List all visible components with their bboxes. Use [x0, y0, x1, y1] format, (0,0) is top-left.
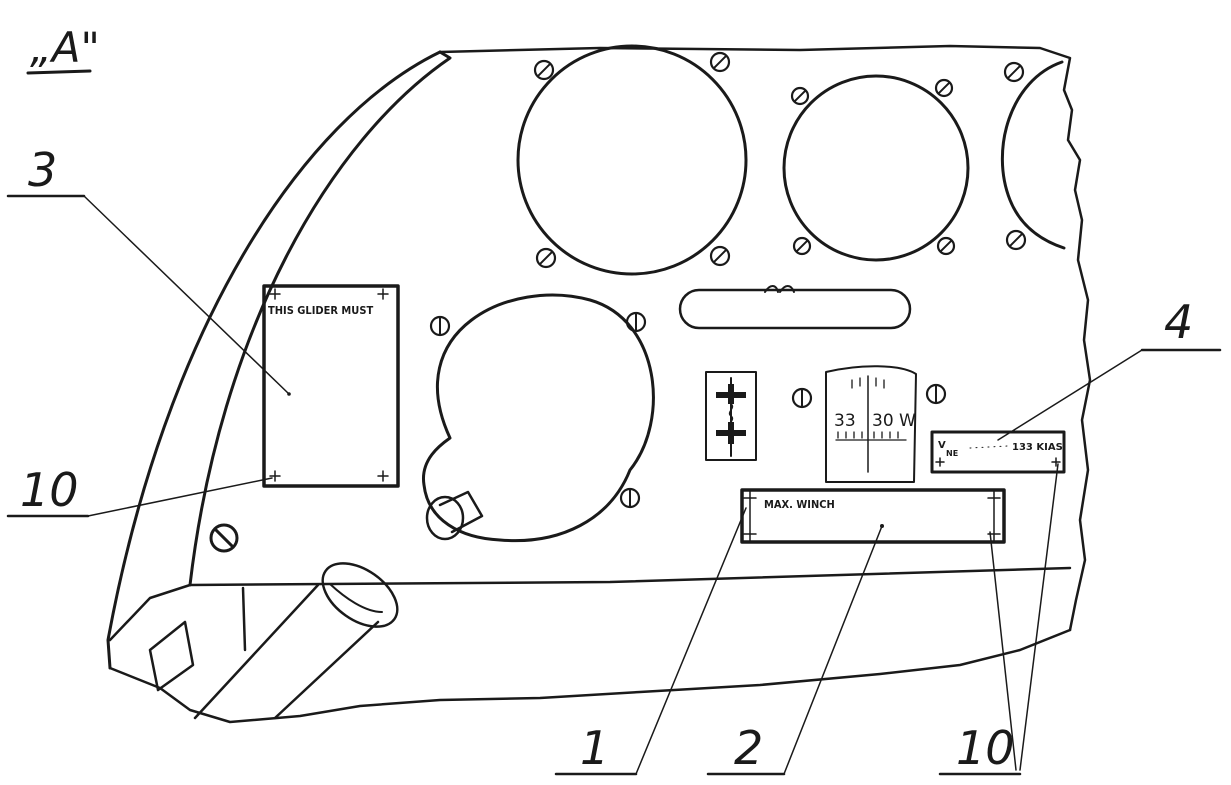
screw-head	[1005, 229, 1027, 251]
placard-vne-v: V	[938, 440, 946, 451]
screw-slot	[538, 250, 554, 266]
callouts: 3 10 4 1 2 10	[6, 143, 1222, 776]
panel-slot	[678, 285, 912, 330]
screw-slot	[1006, 64, 1022, 80]
placard-winch: MAX. WINCH	[740, 488, 1006, 544]
placard-glider-rivets	[269, 288, 389, 482]
instrument-medium-top	[782, 74, 970, 262]
lever-knob-detail	[329, 583, 383, 613]
screw-slot	[536, 62, 552, 78]
compass-left-reading: 33	[834, 411, 856, 431]
panel-divider	[241, 586, 247, 652]
screw-slot	[937, 81, 951, 95]
view-label: „A"	[30, 23, 100, 72]
corner-bevel	[108, 583, 192, 642]
placard-glider: THIS GLIDER MUST	[262, 284, 400, 488]
callout-2-leader	[783, 525, 883, 775]
control-lever	[193, 562, 399, 720]
callout-4: 4	[1164, 295, 1193, 349]
panel-right-torn-edge	[438, 44, 1092, 632]
lever-knob	[321, 562, 399, 628]
placard-vne-sub: NE	[946, 449, 958, 458]
callout-1-leader	[635, 507, 747, 775]
instrument-large-top	[516, 44, 748, 276]
placard-winch-rivets	[743, 489, 1001, 543]
placard-glider-text: THIS GLIDER MUST	[268, 304, 373, 317]
trim-indicator-frame	[705, 371, 757, 461]
callout-4-leader	[997, 349, 1143, 441]
placard-vne: V NE 133 KIAS	[930, 430, 1066, 474]
callout-10-left: 10	[20, 463, 79, 517]
screw-slot	[712, 54, 728, 70]
coaming-outer-edge	[106, 50, 442, 670]
callout-10-right-leader-b	[1019, 463, 1059, 771]
screw-head	[209, 523, 239, 553]
view-label-underline	[26, 69, 92, 75]
compass-housing	[825, 365, 917, 483]
callout-3: 3	[28, 143, 57, 197]
screw-slot	[213, 527, 235, 549]
screw-slot	[712, 248, 728, 264]
instrument-knob-gauge	[422, 293, 655, 543]
placard-winch-text: MAX. WINCH	[764, 498, 835, 511]
compass-right-reading: 30 W	[872, 411, 916, 431]
placard-vne-value: 133 KIAS	[1012, 442, 1063, 453]
slot-outline	[678, 288, 912, 330]
screw-slot	[793, 89, 807, 103]
screw-head	[790, 86, 810, 106]
magnetic-compass: 33 30 W	[825, 365, 917, 483]
corner-square-cutout	[148, 620, 195, 692]
trim-nose-down-icon	[716, 422, 746, 444]
trim-pointer	[728, 403, 734, 429]
screw-head	[792, 236, 812, 256]
view-label-group: „A"	[26, 23, 100, 75]
compass-ticks	[837, 377, 899, 439]
lever-shaft-left	[193, 583, 320, 720]
callout-1: 1	[580, 721, 609, 775]
callout-10-right: 10	[956, 721, 1015, 775]
trim-nose-up-icon	[716, 384, 746, 404]
slot-wire	[764, 285, 795, 293]
placard-vne-rivets	[935, 457, 1061, 467]
screw-head	[1003, 61, 1025, 83]
screw-head	[533, 59, 555, 81]
placard-vne-dots	[969, 445, 1009, 449]
callout-10-right-leader-a	[989, 531, 1017, 771]
placard-vne-frame	[930, 430, 1066, 474]
lever-shaft-right	[273, 620, 380, 720]
screw-head	[709, 245, 731, 267]
screw-head	[709, 51, 731, 73]
screw-slot	[1008, 232, 1024, 248]
screw-slot	[939, 239, 953, 253]
instrument-partial-right	[1000, 60, 1066, 250]
callout-2: 2	[734, 721, 763, 775]
instrument-bezel-medium	[782, 74, 970, 262]
trim-indicator	[705, 371, 757, 461]
placard-glider-frame	[262, 284, 400, 488]
screw-head	[535, 247, 557, 269]
callout-10-left-leader	[87, 477, 273, 517]
panel-bottom-torn-edge	[108, 628, 1072, 724]
coaming-inner-edge	[188, 50, 452, 587]
knob-cap	[425, 495, 465, 541]
callout-3-leader	[83, 195, 290, 395]
instrument-bezel-large	[516, 44, 748, 276]
screw-slot	[795, 239, 809, 253]
knob-gauge-outline	[422, 293, 655, 543]
screw-head	[936, 236, 956, 256]
instrument-bezel-partial	[1000, 60, 1066, 250]
panel-outline	[106, 44, 1092, 724]
screw-head	[934, 78, 954, 98]
screw-group	[209, 51, 1027, 553]
